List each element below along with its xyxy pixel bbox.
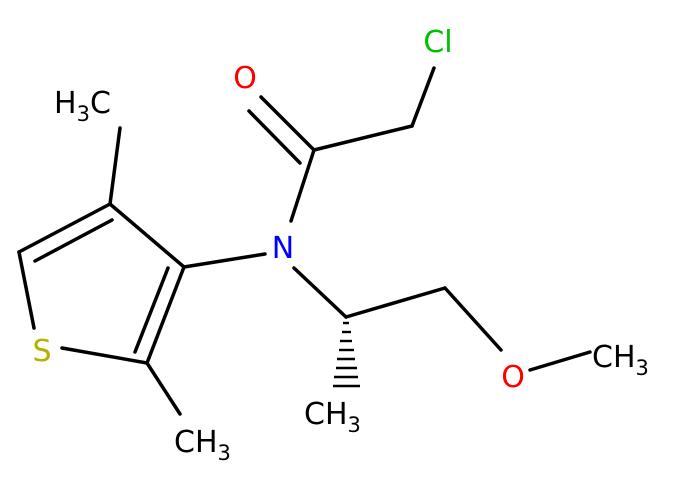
methyl-label-top: H3C bbox=[54, 86, 111, 126]
methyl-label-ether: CH3 bbox=[592, 340, 649, 380]
bond-ch2-carbonyl bbox=[312, 124, 414, 152]
bond-ring-c5-s bbox=[17, 250, 36, 330]
bond-cl-ch2 bbox=[410, 66, 436, 128]
bond-carbonyl-o bbox=[259, 95, 316, 152]
bond-ch2-o bbox=[443, 286, 503, 352]
bond-n-chiral bbox=[292, 266, 348, 319]
atom-oxygen-carbonyl: O bbox=[233, 61, 257, 96]
bond-carbonyl-o-double bbox=[247, 109, 302, 165]
methyl-label-chiral: CH3 bbox=[304, 397, 361, 437]
bond-chiral-ch2 bbox=[344, 286, 447, 319]
bond-ring-s-c2 bbox=[60, 346, 149, 365]
atom-nitrogen: N bbox=[272, 231, 294, 266]
bond-ring-methyl-top bbox=[108, 126, 122, 206]
bond-ring-methyl-bottom bbox=[145, 361, 182, 416]
bond-ring-c3-c4 bbox=[108, 202, 186, 269]
atom-oxygen-ether: O bbox=[501, 360, 525, 395]
bond-ring-c2-c3-double bbox=[133, 266, 170, 354]
bond-o-ch3 bbox=[528, 350, 592, 372]
bond-ring-c4-c5 bbox=[17, 202, 112, 254]
methyl-label-ring-bottom: CH3 bbox=[174, 425, 231, 465]
bond-n-thiophene bbox=[182, 252, 267, 269]
bond-carbonyl-n bbox=[289, 148, 316, 223]
bonds bbox=[17, 66, 592, 416]
hashed-wedge-bond bbox=[333, 321, 360, 388]
atom-chlorine: Cl bbox=[423, 25, 452, 60]
bond-ring-c4-c5-double bbox=[33, 218, 114, 263]
atom-sulfur: S bbox=[32, 334, 51, 369]
bond-ring-c2-c3 bbox=[145, 265, 186, 365]
